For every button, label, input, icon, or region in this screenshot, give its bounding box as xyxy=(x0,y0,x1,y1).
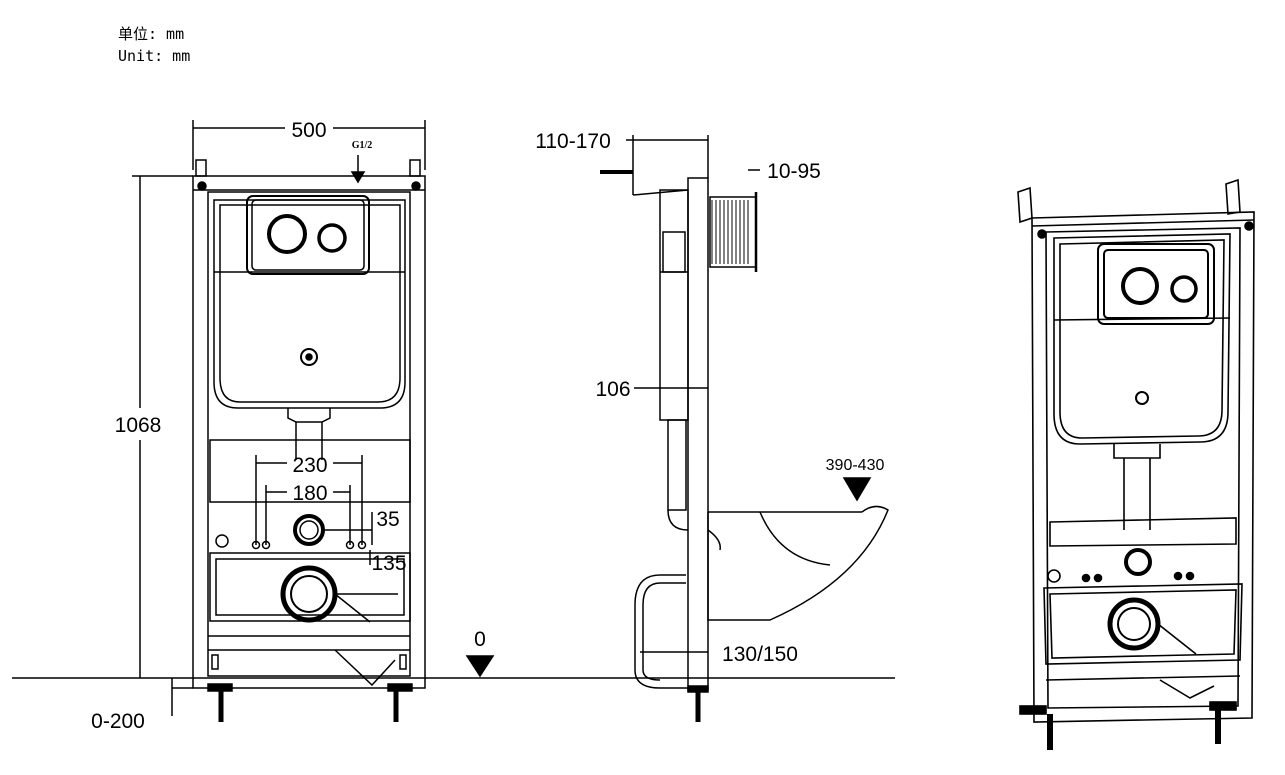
dim-spacing-180: 180 xyxy=(292,482,327,505)
side-view xyxy=(600,135,889,722)
dim-drain-size: 130/150 xyxy=(722,643,798,666)
dim-spacing-230: 230 xyxy=(292,454,327,477)
unit-label-cn: 单位: mm xyxy=(118,25,185,43)
dim-height-1068: 1068 xyxy=(115,414,162,437)
dim-floor-zero: 0 xyxy=(474,628,486,651)
dim-floor-adjust: 0-200 xyxy=(91,710,145,733)
perspective-view xyxy=(1017,178,1255,750)
front-view xyxy=(132,120,495,722)
dim-inlet-g12: G1/2 xyxy=(352,140,373,151)
dim-height-135: 135 xyxy=(371,552,406,575)
unit-label-en: Unit: mm xyxy=(118,47,191,65)
dim-bowl-length: 390-430 xyxy=(826,457,885,474)
dim-offset-35: 35 xyxy=(376,508,399,531)
dim-button-depth: 10-95 xyxy=(767,160,821,183)
dim-frame-depth: 106 xyxy=(595,378,630,401)
dim-width-500: 500 xyxy=(291,119,326,142)
dim-inlet-depth: 110-170 xyxy=(535,130,611,153)
